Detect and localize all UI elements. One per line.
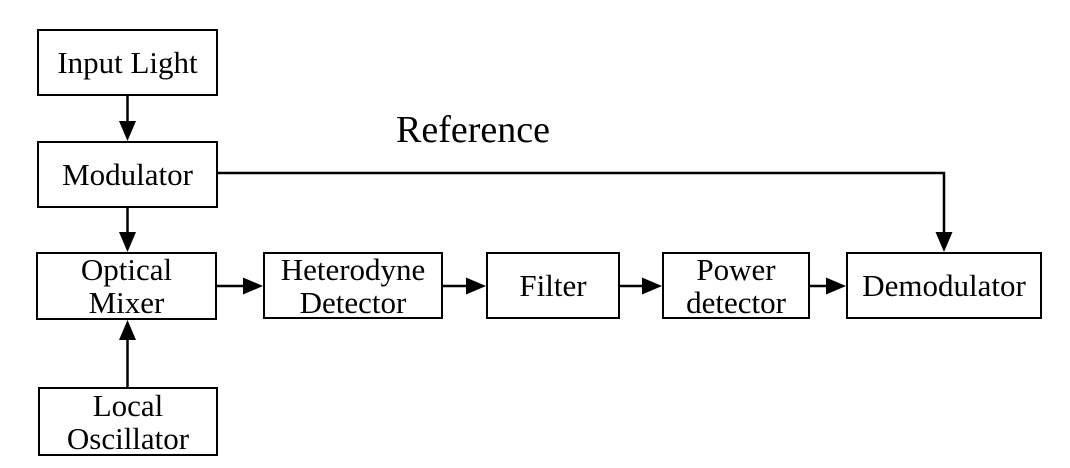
arrowhead-down-icon (935, 232, 953, 252)
node-input-light: Input Light (37, 29, 218, 96)
node-optical-mixer: Optical Mixer (36, 252, 217, 320)
edge-input-light-to-modulator (119, 95, 136, 141)
arrowhead-right-icon (466, 277, 486, 295)
edge-modulator-to-optical-mixer (119, 208, 136, 252)
node-input-light-label: Input Light (57, 45, 198, 80)
arrowhead-down-icon (119, 232, 136, 252)
node-heterodyne-detector-label: Heterodyne Detector (280, 251, 426, 320)
node-heterodyne-detector: Heterodyne Detector (263, 252, 443, 319)
node-power-detector-label: Power detector (686, 251, 786, 320)
node-power-detector: Power detector (662, 252, 810, 319)
node-modulator-label: Modulator (62, 157, 193, 192)
node-filter-label: Filter (519, 268, 587, 303)
arrowhead-right-icon (826, 277, 846, 295)
arrowhead-right-icon (243, 277, 263, 295)
node-optical-mixer-label: Optical Mixer (80, 252, 173, 320)
edge-heterodyne-to-filter (443, 277, 486, 295)
node-modulator: Modulator (37, 141, 218, 208)
arrowhead-up-icon (119, 320, 136, 340)
edge-local-oscillator-to-optical-mixer (119, 320, 136, 387)
arrowhead-down-icon (119, 121, 136, 141)
node-demodulator: Demodulator (846, 252, 1042, 319)
edge-filter-to-power-detector (620, 277, 662, 295)
edge-reference-modulator-to-demodulator (218, 171, 953, 252)
edge-optical-mixer-to-heterodyne (217, 277, 263, 295)
reference-edge-label: Reference (396, 109, 550, 151)
arrowhead-right-icon (642, 277, 662, 295)
edge-power-detector-to-demodulator (810, 277, 846, 295)
node-local-oscillator-label: Local Oscillator (66, 387, 190, 456)
node-demodulator-label: Demodulator (862, 268, 1026, 303)
node-filter: Filter (486, 252, 620, 319)
node-local-oscillator: Local Oscillator (38, 387, 218, 456)
